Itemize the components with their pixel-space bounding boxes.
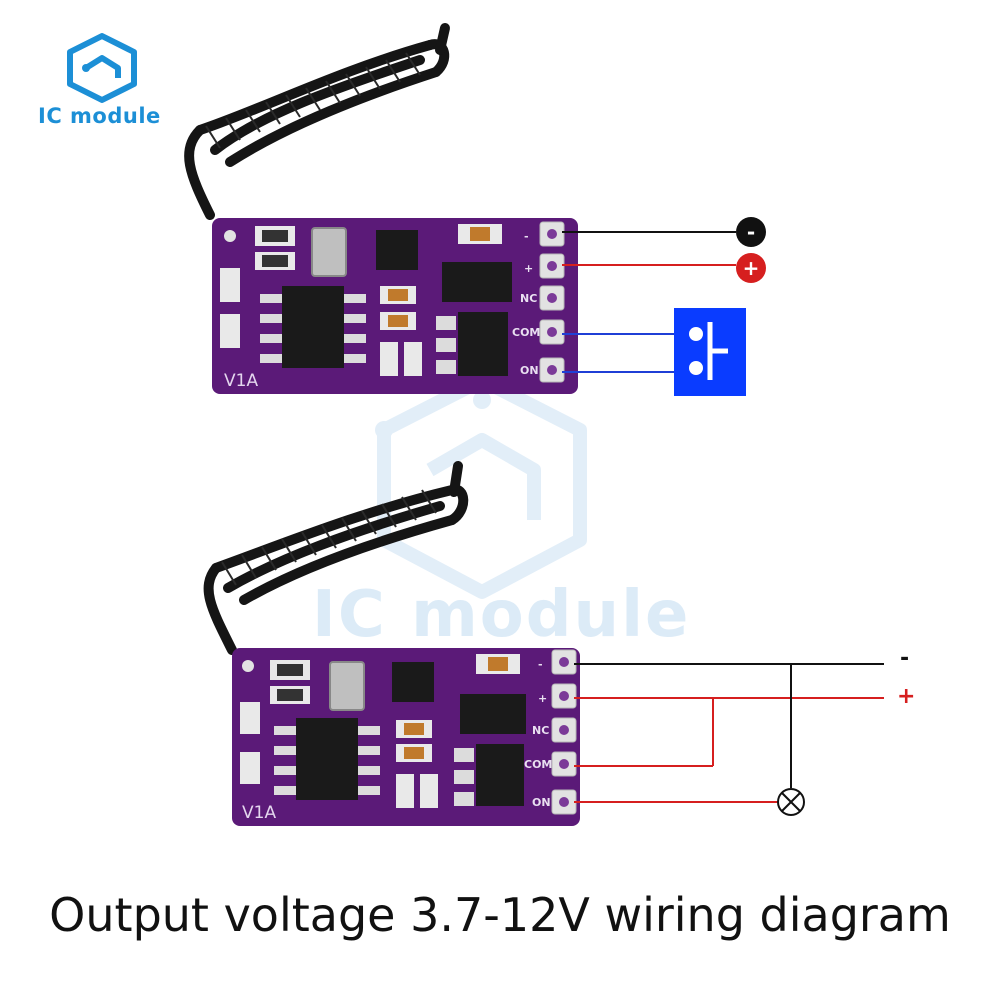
pin-label-minus: -	[538, 658, 543, 671]
top-module-diagram: - + NC COM ON V1A - +	[184, 23, 766, 396]
lamp-icon	[777, 788, 805, 816]
pin-label-minus: -	[524, 230, 529, 243]
negative-terminal-icon: -	[736, 217, 766, 247]
hexagon-logo-icon	[67, 33, 137, 103]
pcb-board-bottom: - + NC COM ON V1A	[232, 648, 580, 826]
positive-label: +	[897, 684, 916, 709]
board-version-mark: V1A	[242, 803, 276, 823]
bottom-module-diagram: - + NC COM ON V1A	[203, 461, 884, 826]
logo-text: IC module	[38, 104, 161, 128]
pcb-board-top: - + NC COM ON V1A	[212, 218, 578, 394]
board-version-mark: V1A	[224, 371, 258, 391]
switch-icon	[674, 308, 746, 396]
antenna-coil-icon	[184, 23, 450, 220]
positive-terminal-symbol: +	[743, 256, 760, 280]
pin-label-com: COM	[512, 326, 540, 339]
pin-label-on: ON	[532, 796, 551, 809]
pin-label-com: COM	[524, 758, 552, 771]
pin-label-on: ON	[520, 364, 539, 377]
pin-label-nc: NC	[532, 724, 549, 737]
pin-label-plus: +	[524, 262, 533, 275]
positive-terminal-icon: +	[736, 253, 766, 283]
watermark-text: IC module	[312, 578, 691, 652]
pin-label-plus: +	[538, 692, 547, 705]
pin-label-nc: NC	[520, 292, 537, 305]
negative-terminal-symbol: -	[747, 220, 755, 244]
diagram-caption: Output voltage 3.7-12V wiring diagram	[49, 888, 951, 942]
negative-label: -	[900, 646, 910, 671]
